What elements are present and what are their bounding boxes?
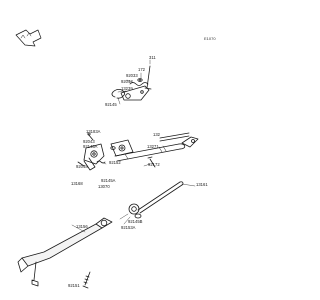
label-13271: 13271: [147, 144, 159, 149]
ratchet-13070: [83, 143, 105, 165]
collar-92153a: [134, 213, 142, 219]
label-92048: 92048: [76, 164, 88, 169]
shift-pedal-13156: [17, 217, 113, 287]
label-13161: 13161: [196, 182, 208, 187]
pawl-13168: [83, 157, 96, 171]
label-92145a-lower: 92145A: [101, 178, 116, 183]
shift-arm-13239: [120, 85, 150, 101]
shaft-lever-end: [181, 136, 199, 148]
exploded-parts-diagram: 311 172 92033 92043 13239 92145 132 1327…: [15, 29, 216, 289]
bolt-92151: [82, 271, 91, 289]
bolt-132: [147, 156, 156, 168]
pin-92048: [77, 161, 85, 167]
label-92043-top: 92043: [121, 79, 133, 84]
collar-92152: [110, 146, 116, 150]
front-direction-arrow-icon: [15, 29, 42, 47]
label-13168: 13168: [71, 181, 83, 186]
gear-change-mechanism-drawing: [15, 29, 199, 289]
figure-code: E1070: [204, 36, 216, 41]
bolt-13183a: [87, 132, 94, 141]
label-92145: 92145: [105, 102, 117, 107]
washer-172: [137, 78, 143, 82]
spring-92043: [111, 88, 125, 99]
label-92145b: 92145B: [128, 219, 143, 224]
label-13156: 13156: [76, 224, 88, 229]
label-132: 132: [153, 132, 160, 137]
label-92152: 92152: [109, 160, 121, 165]
shift-shaft-lower: [137, 181, 184, 214]
label-92043-mid: 92043: [83, 139, 95, 144]
label-13239: 13239: [121, 86, 133, 91]
label-92153a: 92153A: [121, 225, 136, 230]
label-172: 172: [138, 67, 145, 72]
pin-311: [144, 65, 152, 90]
cam-plate-13271: [110, 139, 134, 157]
label-13183a: 13183A: [86, 129, 101, 134]
label-92145a: 92145A: [83, 144, 98, 149]
label-311: 311: [149, 55, 156, 60]
label-92172: 92172: [148, 162, 160, 167]
oil-seal-92145b: [128, 203, 140, 215]
label-92151: 92151: [68, 283, 80, 288]
shift-shaft-13161: [114, 143, 186, 162]
label-13070: 13070: [98, 184, 110, 189]
pivot-rod: [159, 132, 190, 142]
label-92033: 92033: [126, 73, 138, 78]
